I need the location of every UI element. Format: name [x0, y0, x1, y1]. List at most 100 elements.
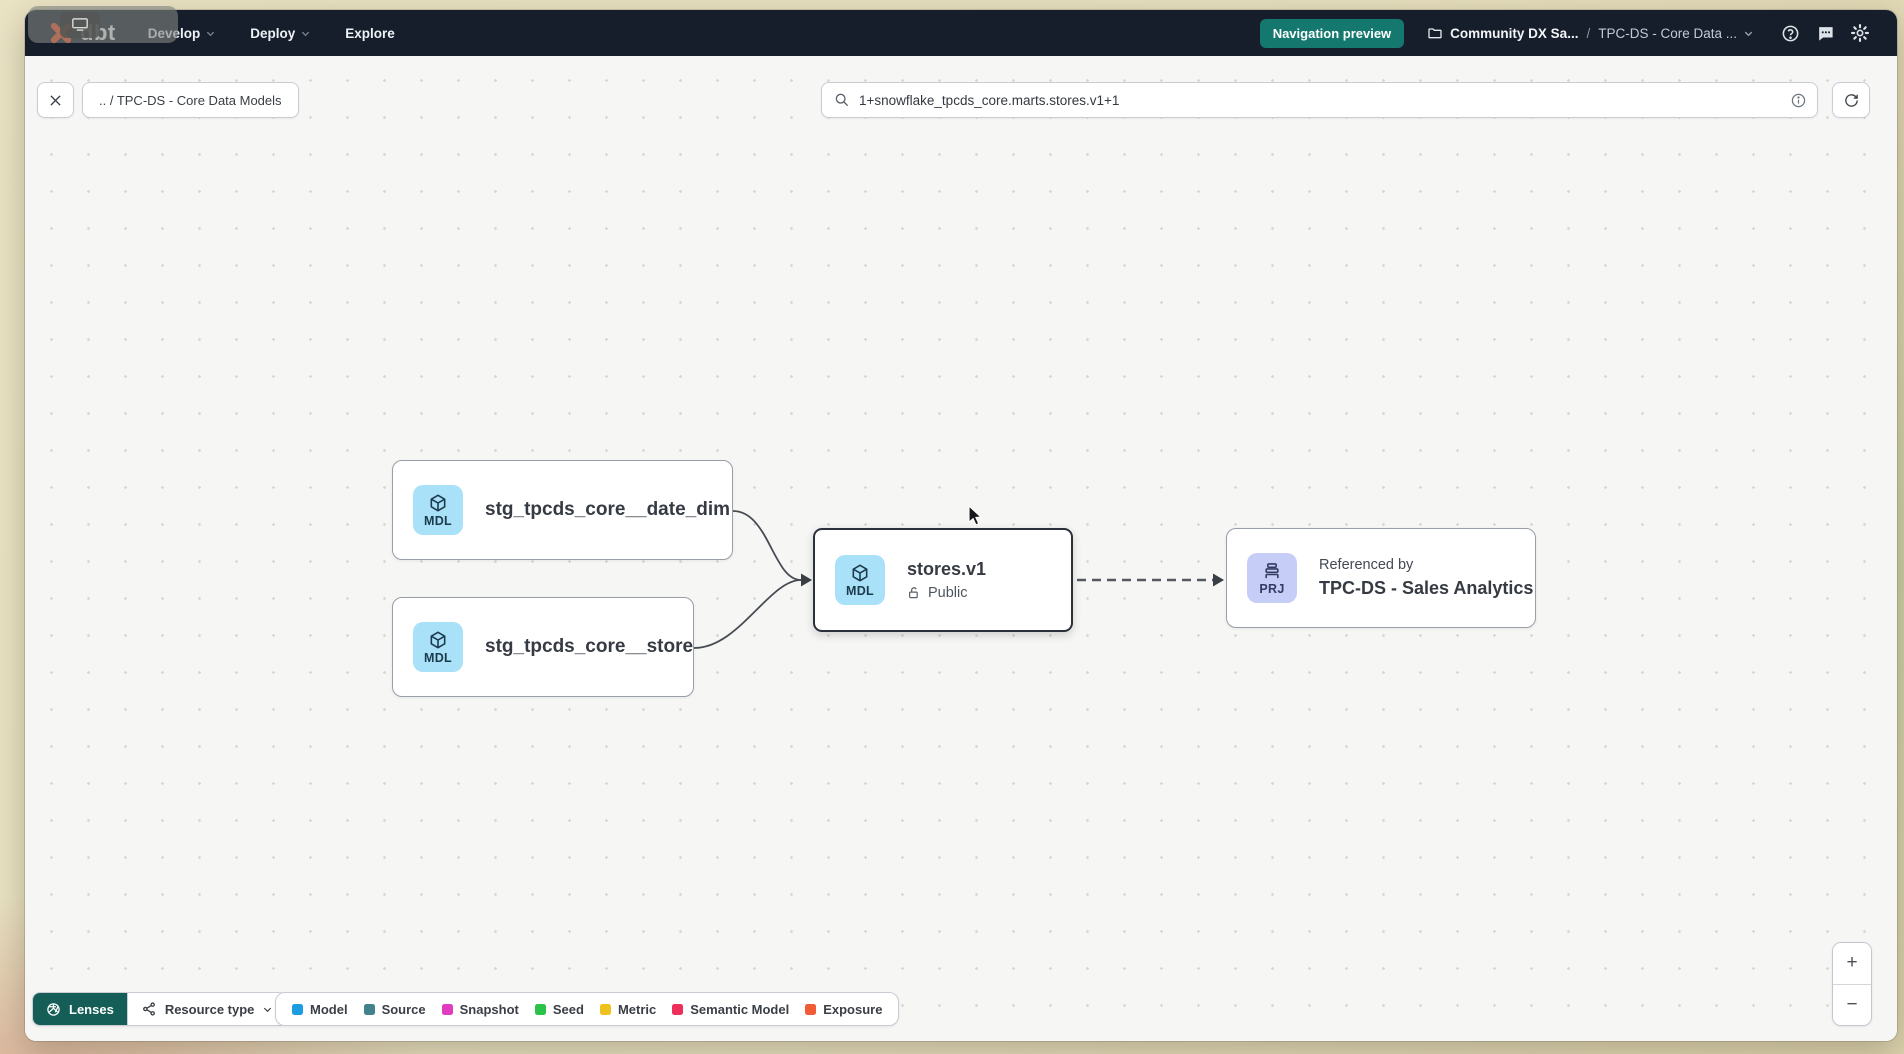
main-menu: Develop Deploy Explore	[148, 26, 395, 41]
breadcrumb: Community DX Sa... / TPC-DS - Core Data …	[1427, 25, 1754, 41]
legend-label: Snapshot	[459, 1001, 519, 1017]
legend-item-semantic-model: Semantic Model	[672, 1002, 789, 1017]
legend-item-source: Source	[363, 1001, 426, 1017]
access-row: Public	[907, 585, 986, 601]
gear-icon	[1851, 24, 1869, 43]
node-title: stg_tpcds_core__store	[485, 636, 694, 657]
exposure-swatch	[805, 1003, 817, 1015]
cube-icon	[430, 493, 446, 512]
menu-explore-label: Explore	[345, 25, 395, 41]
screen-share-icon	[60, 11, 100, 38]
seed-swatch	[534, 1003, 546, 1015]
model-badge: MDL	[413, 485, 463, 535]
screen-recording-indicator[interactable]	[28, 6, 178, 43]
lineage-edges	[693, 510, 1224, 649]
legend-label: Source	[381, 1001, 426, 1017]
lineage-breadcrumb-chip[interactable]: .. / TPC-DS - Core Data Models	[82, 82, 299, 118]
metric-swatch	[599, 1003, 611, 1015]
stacked-trays-icon	[1265, 562, 1279, 578]
node-referenced-by-sales-analytics[interactable]: PRJ Referenced by TPC-DS - Sales Analyti…	[1226, 528, 1536, 628]
refresh-icon	[1844, 93, 1858, 107]
chevron-down-icon	[1744, 31, 1753, 36]
legend-item-model: Model	[292, 1002, 348, 1017]
node-title: stg_tpcds_core__date_dim	[485, 499, 730, 520]
feedback-button[interactable]	[1814, 22, 1836, 44]
legend-label: Model	[310, 1001, 348, 1017]
model-swatch	[292, 1003, 303, 1015]
legend-item-seed: Seed	[534, 1002, 584, 1017]
node-text-block: Referenced by TPC-DS - Sales Analytics	[1319, 557, 1533, 599]
chevron-down-icon	[302, 31, 310, 36]
semantic-model-swatch	[672, 1003, 684, 1015]
zoom-in-button[interactable]: +	[1833, 943, 1871, 984]
lens-controls: Lenses Resource type	[32, 992, 288, 1026]
menu-explore[interactable]: Explore	[345, 26, 395, 41]
project-breadcrumb-label: TPC-DS - Core Data ...	[1598, 25, 1737, 41]
resource-type-icon	[142, 1002, 155, 1016]
model-badge-label: MDL	[424, 513, 452, 528]
settings-button[interactable]	[1849, 22, 1871, 44]
navbar-right: Navigation preview Community DX Sa... / …	[1259, 18, 1871, 48]
lenses-icon	[47, 1002, 60, 1016]
node-stg-tpcds-core-store[interactable]: MDL stg_tpcds_core__store	[392, 597, 694, 697]
lineage-search-bar	[821, 82, 1818, 118]
snapshot-swatch	[441, 1003, 453, 1015]
source-swatch	[363, 1003, 375, 1015]
resource-type-label: Resource type	[164, 1001, 255, 1017]
access-label: Public	[928, 585, 968, 601]
account-breadcrumb-label: Community DX Sa...	[1450, 25, 1579, 41]
chevron-down-icon	[264, 1007, 272, 1012]
app-window: dbt Develop Deploy Explore Navigation pr…	[25, 10, 1897, 1041]
close-icon	[50, 94, 61, 106]
cube-icon	[852, 563, 868, 582]
legend-item-exposure: Exposure	[805, 1002, 882, 1017]
menu-deploy-label: Deploy	[250, 25, 296, 41]
zoom-controls: + −	[1832, 942, 1872, 1026]
lenses-label: Lenses	[69, 1001, 114, 1017]
search-icon	[834, 92, 850, 108]
help-icon	[1782, 25, 1798, 41]
unlock-icon	[909, 587, 918, 599]
node-text-block: stores.v1 Public	[907, 559, 986, 601]
selector-input[interactable]	[859, 92, 1783, 108]
model-badge: MDL	[413, 622, 463, 672]
model-badge-label: MDL	[846, 583, 874, 598]
node-stores-v1[interactable]: MDL stores.v1 Public	[813, 528, 1073, 632]
navbar-icon-group	[1779, 22, 1871, 44]
resource-type-legend: Model Source Snapshot Seed Metric	[275, 992, 900, 1026]
cube-icon	[430, 630, 446, 649]
project-badge: PRJ	[1247, 553, 1297, 603]
lineage-canvas[interactable]: .. / TPC-DS - Core Data Models	[25, 56, 1897, 1041]
menu-deploy[interactable]: Deploy	[250, 26, 311, 41]
model-badge-label: MDL	[424, 650, 452, 665]
node-title: TPC-DS - Sales Analytics	[1319, 578, 1534, 598]
breadcrumb-separator: /	[1586, 25, 1591, 41]
help-button[interactable]	[1779, 22, 1801, 44]
account-breadcrumb[interactable]: Community DX Sa...	[1427, 25, 1578, 41]
arrowhead	[801, 573, 812, 587]
feedback-icon	[1817, 26, 1833, 41]
referenced-by-label: Referenced by	[1319, 557, 1414, 573]
top-navbar: dbt Develop Deploy Explore Navigation pr…	[25, 10, 1897, 56]
legend-item-metric: Metric	[599, 1001, 657, 1017]
project-breadcrumb[interactable]: TPC-DS - Core Data ...	[1598, 26, 1754, 41]
lenses-button[interactable]: Lenses	[33, 993, 127, 1025]
edge-date-dim-to-stores	[732, 510, 802, 581]
resource-type-dropdown[interactable]: Resource type	[126, 993, 287, 1025]
model-badge: MDL	[835, 555, 885, 605]
node-title: stores.v1	[907, 559, 987, 579]
navigation-preview-badge[interactable]: Navigation preview	[1259, 18, 1405, 48]
close-lineage-button[interactable]	[37, 82, 74, 118]
node-stg-tpcds-core-date-dim[interactable]: MDL stg_tpcds_core__date_dim	[392, 460, 733, 560]
legend-label: Metric	[617, 1001, 657, 1017]
zoom-out-button[interactable]: −	[1833, 983, 1871, 1025]
chevron-down-icon	[207, 31, 215, 36]
lineage-breadcrumb-label: .. / TPC-DS - Core Data Models	[99, 92, 282, 108]
refresh-lineage-button[interactable]	[1832, 82, 1870, 118]
legend-label: Exposure	[823, 1001, 883, 1017]
folder-icon	[1428, 28, 1442, 39]
edge-store-to-stores	[693, 579, 802, 649]
info-icon[interactable]	[1790, 92, 1807, 109]
legend-item-snapshot: Snapshot	[441, 1001, 519, 1017]
